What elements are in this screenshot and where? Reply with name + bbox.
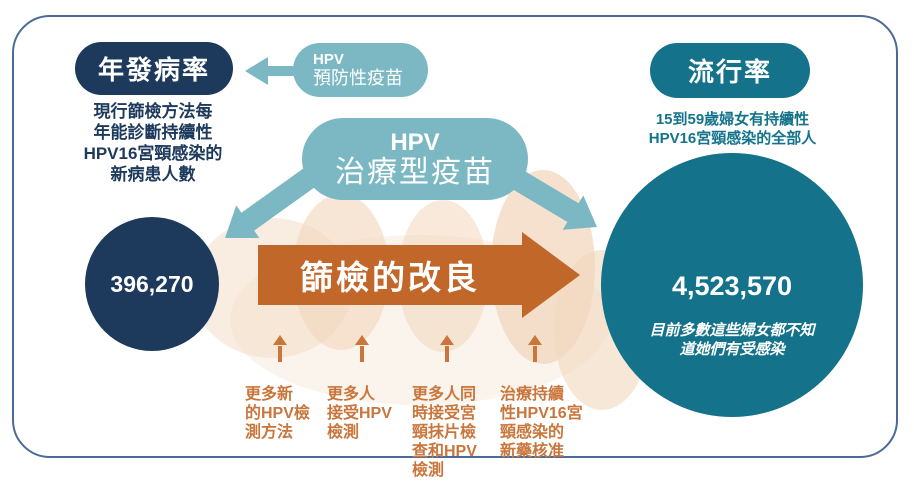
prevalence-pill: 流行率 <box>650 43 810 98</box>
screening-factor-3: 更多人同 時接受宮 頸抹片檢 查和HPV 檢測 <box>412 316 504 486</box>
preventive-vaccine-line2: 預防性疫苗 <box>313 67 403 88</box>
incidence-value: 396,270 <box>110 270 194 297</box>
preventive-vaccine-pill: HPV 預防性疫苗 <box>293 43 428 97</box>
incidence-pill-label: 年發病率 <box>97 55 210 85</box>
preventive-vaccine-arrow-icon <box>245 57 297 85</box>
prevalence-note: 目前多數這些婦女都不知 道她們有受感染 <box>649 322 815 358</box>
screening-improvement-arrow-icon <box>258 232 580 318</box>
therapeutic-vaccine-bubble: HPV 治療型疫苗 <box>302 118 528 200</box>
prevalence-circle: 4,523,570 目前多數這些婦女都不知 道她們有受感染 <box>601 153 863 417</box>
therapeutic-vaccine-line2: 治療型疫苗 <box>335 155 495 189</box>
incidence-pill: 年發病率 <box>75 42 233 95</box>
screening-factor-1-text: 更多新 的HPV檢 測方法 <box>245 386 310 441</box>
screening-factor-1: 更多新 的HPV檢 測方法 <box>245 316 337 461</box>
prevalence-description: 15到59歲婦女有持續性 HPV16宮頸感染的全部人 <box>648 111 817 147</box>
preventive-vaccine-line1: HPV <box>313 50 344 68</box>
therapeutic-vaccine-line1: HPV <box>390 128 440 156</box>
incidence-circle: 396,270 <box>85 217 219 351</box>
up-arrow-icon <box>440 335 454 362</box>
therapeutic-arrow-left-icon <box>225 161 327 238</box>
prevalence-value: 4,523,570 <box>671 271 793 301</box>
screening-factor-4-text: 治療持續 性HPV16宮 頸感染的 新藥核准 <box>500 386 583 460</box>
panel-border <box>12 15 898 458</box>
up-arrow-icon <box>355 335 369 362</box>
screening-factor-2-text: 更多人 接受HPV 檢測 <box>327 386 392 441</box>
screening-arrow-label: 篩檢的改良 <box>300 259 480 296</box>
screening-factor-2: 更多人 接受HPV 檢測 <box>327 316 419 461</box>
therapeutic-arrow-right-icon <box>504 165 597 230</box>
screening-factor-4: 治療持續 性HPV16宮 頸感染的 新藥核准 <box>500 316 592 480</box>
screening-factor-3-text: 更多人同 時接受宮 頸抹片檢 查和HPV 檢測 <box>412 386 477 479</box>
incidence-description: 現行篩檢方法每 年能診斷持續性 HPV16宮頸感染的 新病患人數 <box>83 102 223 184</box>
up-arrow-icon <box>273 335 287 362</box>
prevalence-pill-label: 流行率 <box>687 57 772 87</box>
up-arrow-icon <box>528 335 542 362</box>
